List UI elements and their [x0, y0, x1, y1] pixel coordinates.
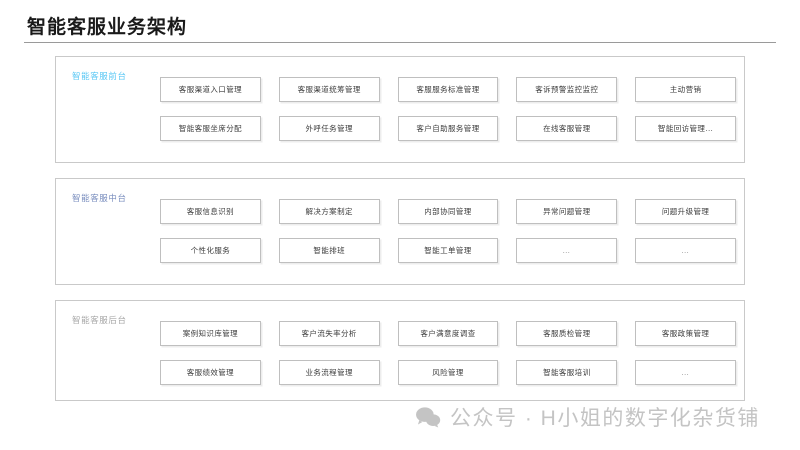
section-label-middle: 智能客服中台 — [72, 193, 127, 203]
section-middle-rows: 客服信息识别解决方案制定内部协同管理异常问题管理问题升级管理个性化服务智能排班智… — [160, 199, 736, 263]
capability-box[interactable]: 主动营销 — [635, 77, 736, 102]
capability-row: 客服渠道入口管理客服渠道统筹管理客服服务标准管理客诉预警监控监控主动营销 — [160, 77, 736, 102]
capability-box[interactable]: 个性化服务 — [160, 238, 261, 263]
capability-box[interactable]: 客服服务标准管理 — [397, 77, 499, 102]
page-title: 智能客服业务架构 — [27, 17, 188, 38]
section-front-office: 智能客服前台 客服渠道入口管理客服渠道统筹管理客服服务标准管理客诉预警监控监控主… — [55, 56, 745, 163]
section-label-back: 智能客服后台 — [72, 315, 127, 325]
capability-box[interactable]: 客服绩效管理 — [160, 360, 261, 385]
capability-box[interactable]: 客户自助服务管理 — [397, 116, 499, 141]
capability-box[interactable]: 客户流失率分析 — [278, 321, 380, 346]
capability-box[interactable]: 风险管理 — [397, 360, 499, 385]
capability-row: 客服绩效管理业务流程管理风险管理智能客服培训 … — [160, 360, 736, 385]
capability-box[interactable]: … — [635, 360, 736, 385]
capability-box[interactable]: 内部协同管理 — [397, 199, 499, 224]
section-middle-office: 智能客服中台 客服信息识别解决方案制定内部协同管理异常问题管理问题升级管理个性化… — [55, 178, 745, 285]
capability-box[interactable]: 智能客服培训 — [516, 360, 618, 385]
capability-row: 个性化服务智能排班智能工单管理 … … — [160, 238, 736, 263]
section-back-office: 智能客服后台 案例知识库管理客户流失率分析客户满意度调查客服质检管理客服政策管理… — [55, 300, 745, 401]
capability-row: 智能客服坐席分配外呼任务管理客户自助服务管理在线客服管理智能回访管理… — [160, 116, 736, 141]
capability-box[interactable]: … — [635, 238, 736, 263]
capability-box[interactable]: 客服政策管理 — [635, 321, 736, 346]
section-front-rows: 客服渠道入口管理客服渠道统筹管理客服服务标准管理客诉预警监控监控主动营销智能客服… — [160, 77, 736, 141]
capability-row: 案例知识库管理客户流失率分析客户满意度调查客服质检管理客服政策管理 — [160, 321, 736, 346]
capability-box[interactable]: 智能工单管理 — [397, 238, 499, 263]
section-back-rows: 案例知识库管理客户流失率分析客户满意度调查客服质检管理客服政策管理客服绩效管理业… — [160, 321, 736, 385]
capability-box[interactable]: 异常问题管理 — [516, 199, 618, 224]
capability-box[interactable]: 业务流程管理 — [278, 360, 380, 385]
capability-box[interactable]: 客服质检管理 — [516, 321, 618, 346]
watermark-text: 公众号 · H小姐的数字化杂货铺 — [450, 407, 760, 430]
capability-box[interactable]: 客服信息识别 — [160, 199, 261, 224]
capability-box[interactable]: 智能客服坐席分配 — [160, 116, 261, 141]
section-label-front: 智能客服前台 — [72, 71, 127, 81]
capability-box[interactable]: 客户满意度调查 — [397, 321, 499, 346]
capability-box[interactable]: 智能回访管理… — [635, 116, 736, 141]
capability-box[interactable]: 客服渠道统筹管理 — [278, 77, 380, 102]
capability-box[interactable]: 智能排班 — [278, 238, 380, 263]
capability-box[interactable]: 问题升级管理 — [635, 199, 736, 224]
capability-box[interactable]: 案例知识库管理 — [160, 321, 261, 346]
capability-box[interactable]: 客服渠道入口管理 — [160, 77, 261, 102]
capability-box[interactable]: … — [516, 238, 618, 263]
capability-box[interactable]: 解决方案制定 — [278, 199, 380, 224]
capability-box[interactable]: 外呼任务管理 — [278, 116, 380, 141]
capability-row: 客服信息识别解决方案制定内部协同管理异常问题管理问题升级管理 — [160, 199, 736, 224]
title-divider — [24, 42, 776, 43]
capability-box[interactable]: 在线客服管理 — [516, 116, 618, 141]
watermark: 公众号 · H小姐的数字化杂货铺 — [415, 402, 760, 432]
wechat-icon — [416, 407, 441, 428]
capability-box[interactable]: 客诉预警监控监控 — [516, 77, 618, 102]
